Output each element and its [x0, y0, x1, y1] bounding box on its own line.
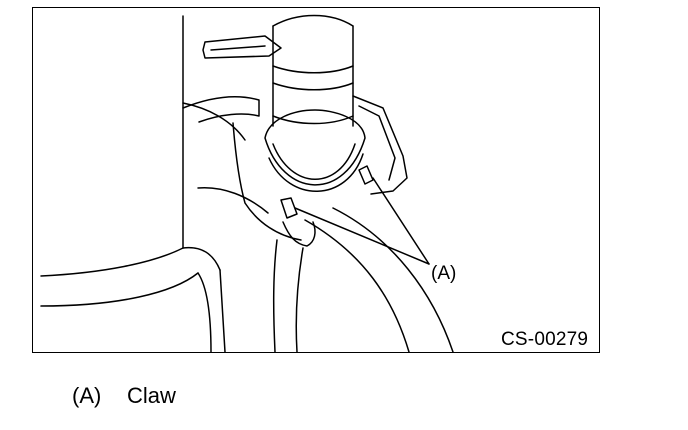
claw-left [280, 197, 298, 219]
tube-left [272, 239, 278, 352]
housing-mid-curve [197, 187, 269, 214]
top-bracket [202, 35, 282, 59]
collar-ring-inner [272, 143, 356, 180]
tube-connector [282, 221, 316, 247]
top-bracket-inner [210, 45, 266, 51]
flange-lower [232, 122, 302, 241]
curve-member-2 [332, 207, 454, 352]
housing-base-edge [219, 269, 226, 352]
component-line-drawing [40, 14, 454, 352]
leader-line-left [294, 207, 430, 265]
collar-ring-outer [264, 109, 366, 186]
figure-frame: (A) CS-00279 [32, 7, 600, 353]
housing-strip [197, 272, 212, 352]
claw-right [358, 165, 374, 185]
legend-text: Claw [127, 383, 176, 408]
pipe-top [272, 14, 354, 27]
pipe-band-1 [272, 65, 354, 74]
callout-label-a: (A) [431, 263, 457, 284]
right-bracket-inner [358, 105, 396, 181]
collar-ring-mid [268, 153, 364, 192]
curve-member-1 [304, 219, 410, 352]
leader-line-right [372, 177, 430, 265]
housing-upper-curve [182, 102, 246, 141]
flange-plate [182, 95, 260, 123]
legend: (A) Claw [72, 385, 176, 407]
figure-code: CS-00279 [501, 329, 589, 350]
housing-base-curve [182, 246, 221, 271]
pipe-band-3 [272, 115, 354, 125]
tube-right [295, 247, 304, 352]
right-bracket [352, 95, 408, 195]
housing-lower-sweep-2 [40, 272, 199, 307]
pipe-band-2 [272, 82, 354, 91]
housing-lower-sweep-1 [40, 247, 184, 277]
legend-key: (A) [72, 383, 102, 408]
